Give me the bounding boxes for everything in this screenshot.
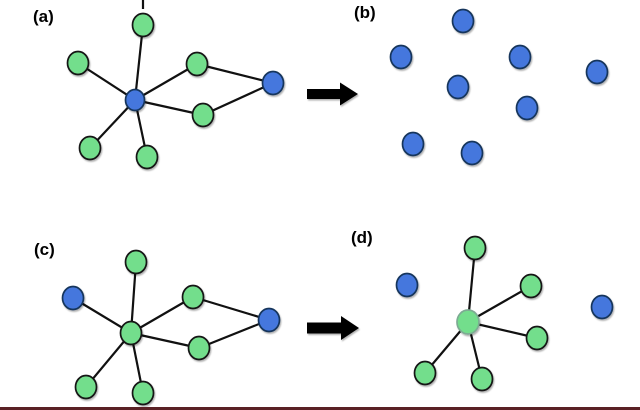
panel-label-b: (b) xyxy=(354,3,376,22)
node-green-a-bl xyxy=(78,135,102,161)
node-blue-b-n4 xyxy=(585,59,609,85)
node-green-d-bm xyxy=(470,366,494,392)
node-blue-b-n2 xyxy=(389,44,413,70)
nodes-layer xyxy=(61,8,614,406)
panel-label-a: (a) xyxy=(33,7,54,26)
node-blue-d-far xyxy=(590,294,614,320)
node-blue-b-n6 xyxy=(515,95,539,121)
node-green-a-bm xyxy=(135,144,159,170)
node-blue-b-n8 xyxy=(460,140,484,166)
node-blue-b-n7 xyxy=(401,131,425,157)
node-green-a-ru xyxy=(185,51,209,77)
node-green-d-center xyxy=(456,309,480,335)
edge-c-center-ru xyxy=(129,295,195,335)
edge-a-center-ru xyxy=(133,62,199,102)
node-green-d-bl xyxy=(413,360,437,386)
node-blue-a-center xyxy=(124,88,146,112)
node-green-a-top xyxy=(131,12,155,38)
node-blue-b-n1 xyxy=(451,8,475,34)
panel-label-d: (d) xyxy=(351,228,373,247)
edge-c-ru-right xyxy=(191,295,271,322)
node-green-c-bl xyxy=(74,374,98,400)
edge-a-center-mr xyxy=(133,98,205,117)
edge-c-mr-right xyxy=(197,318,271,350)
edge-a-ru-right xyxy=(195,62,275,85)
node-green-c-bm xyxy=(131,380,155,406)
arrow-bottom-right-arrow-icon xyxy=(307,316,359,340)
node-green-c-top xyxy=(124,249,148,275)
bottom-border-bar xyxy=(0,407,640,410)
edge-a-mr-right xyxy=(201,81,275,117)
node-green-c-mr xyxy=(187,335,211,361)
node-green-c-ru xyxy=(181,284,205,310)
node-blue-b-n5 xyxy=(446,74,470,100)
edge-a-center-top xyxy=(133,23,145,102)
node-green-d-ur xyxy=(519,273,543,299)
arrows-layer xyxy=(307,82,359,340)
node-green-d-top xyxy=(463,235,487,261)
node-blue-c-right xyxy=(257,307,281,333)
node-blue-d-left xyxy=(395,272,419,298)
node-blue-c-ul xyxy=(61,285,85,311)
arrow-top-right-arrow-icon xyxy=(307,82,358,106)
node-green-c-center xyxy=(119,320,143,346)
node-green-d-mr xyxy=(525,325,549,351)
node-blue-a-right xyxy=(261,70,285,96)
node-blue-b-n3 xyxy=(508,44,532,70)
node-green-a-mr xyxy=(191,102,215,128)
panel-label-c: (c) xyxy=(34,240,55,259)
edge-c-center-mr xyxy=(129,331,201,350)
node-green-a-ul xyxy=(66,50,90,76)
